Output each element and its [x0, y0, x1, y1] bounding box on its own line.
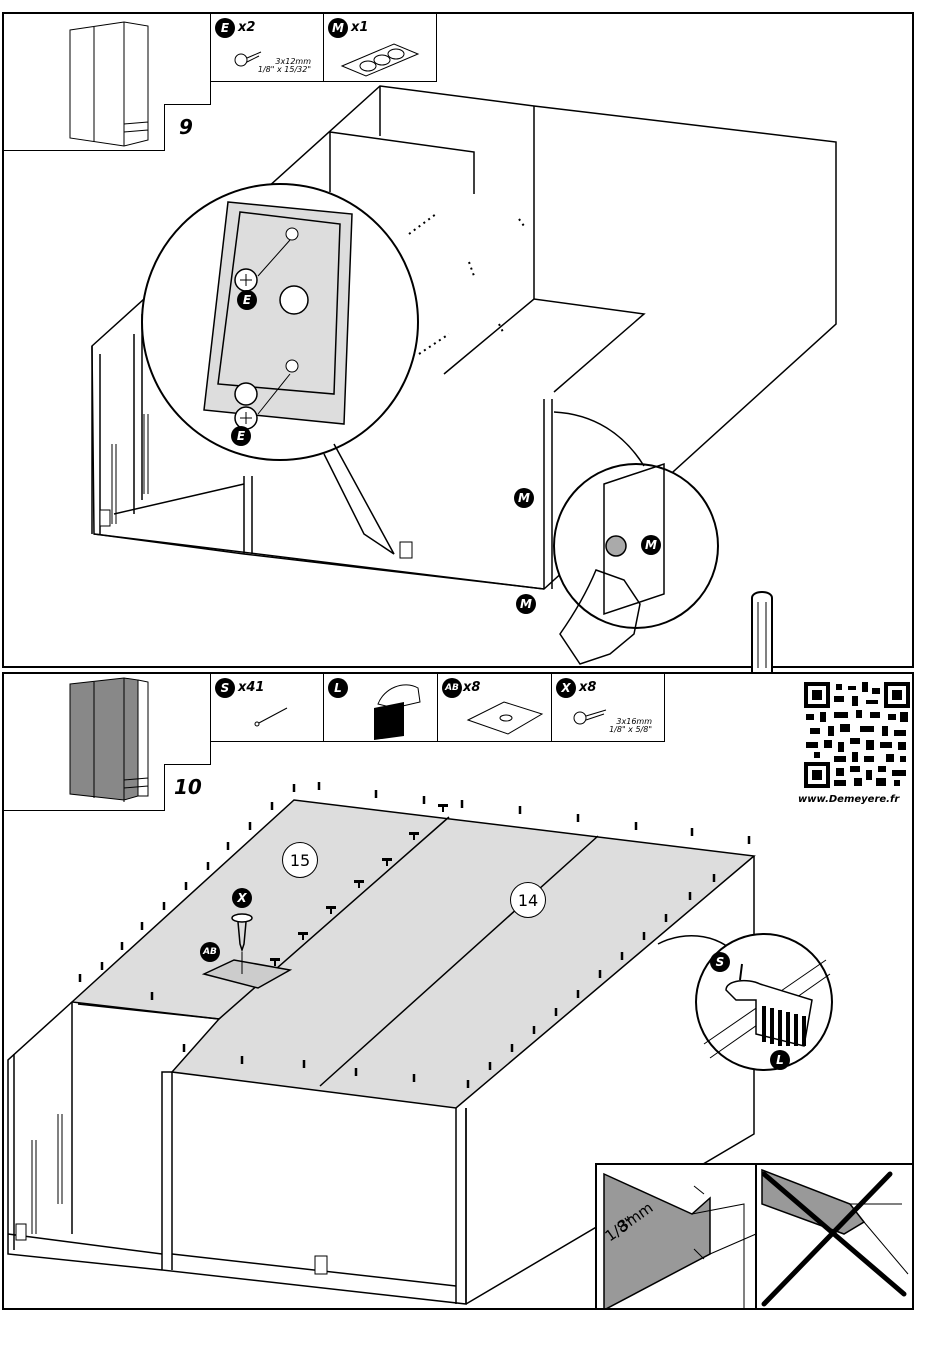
part-M-card: M x1 [323, 14, 437, 82]
pad-M-label-bottom: M [516, 594, 536, 614]
felt-pad-sheet-icon [340, 40, 420, 80]
step-9-number-box: 9 [164, 104, 211, 151]
nail-icon [253, 704, 293, 728]
step-10-number: 10 [174, 775, 202, 799]
wardrobe-thumbnail-highlighted [64, 676, 154, 806]
step-10-overview: 10 [4, 674, 211, 811]
part-E-qty: x2 [238, 20, 255, 35]
part-L-card: L [323, 674, 438, 742]
step-9-overview: 9 [4, 14, 211, 151]
part-AB-badge: AB [442, 678, 462, 698]
part-S-qty: x41 [238, 680, 264, 695]
part-X-dim-imperial: 1/8" x 5/8" [572, 726, 652, 734]
part-X-card: X x8 3x16mm 1/8" x 5/8" [551, 674, 665, 742]
strip-L-label: L [770, 1050, 790, 1070]
part-E-card: E x2 3x12mm 1/8" x 15/32" [210, 14, 324, 82]
part-M-badge: M [328, 18, 348, 38]
screw-E-label-top: E [237, 290, 257, 310]
step-10-number-box: 10 [164, 764, 211, 811]
panel-15-label: 15 [282, 842, 318, 878]
part-L-badge: L [328, 678, 348, 698]
nail-S-label: S [710, 952, 730, 972]
part-AB-card: AB x8 [437, 674, 552, 742]
screw-E-label-bottom: E [231, 426, 251, 446]
step-9-number: 9 [179, 115, 193, 139]
part-E-dim-imperial: 1/8" x 15/32" [231, 66, 311, 74]
part-S-card: S x41 [210, 674, 324, 742]
screw-X-label: X [232, 888, 252, 908]
qr-code [804, 682, 910, 788]
part-E-badge: E [215, 18, 235, 38]
pad-M-label-side: M [514, 488, 534, 508]
bracket-icon [464, 698, 544, 738]
panel-14-label: 14 [510, 882, 546, 918]
part-S-badge: S [215, 678, 235, 698]
part-M-qty: x1 [351, 20, 368, 35]
clip-strip-icon [364, 678, 434, 740]
pad-M-label-zoom: M [641, 535, 661, 555]
brand-url: www.Demeyere.fr [798, 794, 899, 805]
step-10-panel: 10 S x41 L AB x8 X x8 3x16mm 1/8" x 5 [2, 672, 914, 1310]
wardrobe-thumbnail [64, 20, 154, 148]
step-9-panel: 9 E x2 3x12mm 1/8" x 15/32" M x1 E E M M… [2, 12, 914, 668]
part-AB-qty: x8 [463, 680, 480, 695]
part-X-badge: X [556, 678, 576, 698]
part-X-qty: x8 [579, 680, 596, 695]
bracket-AB-label: AB [200, 942, 220, 962]
